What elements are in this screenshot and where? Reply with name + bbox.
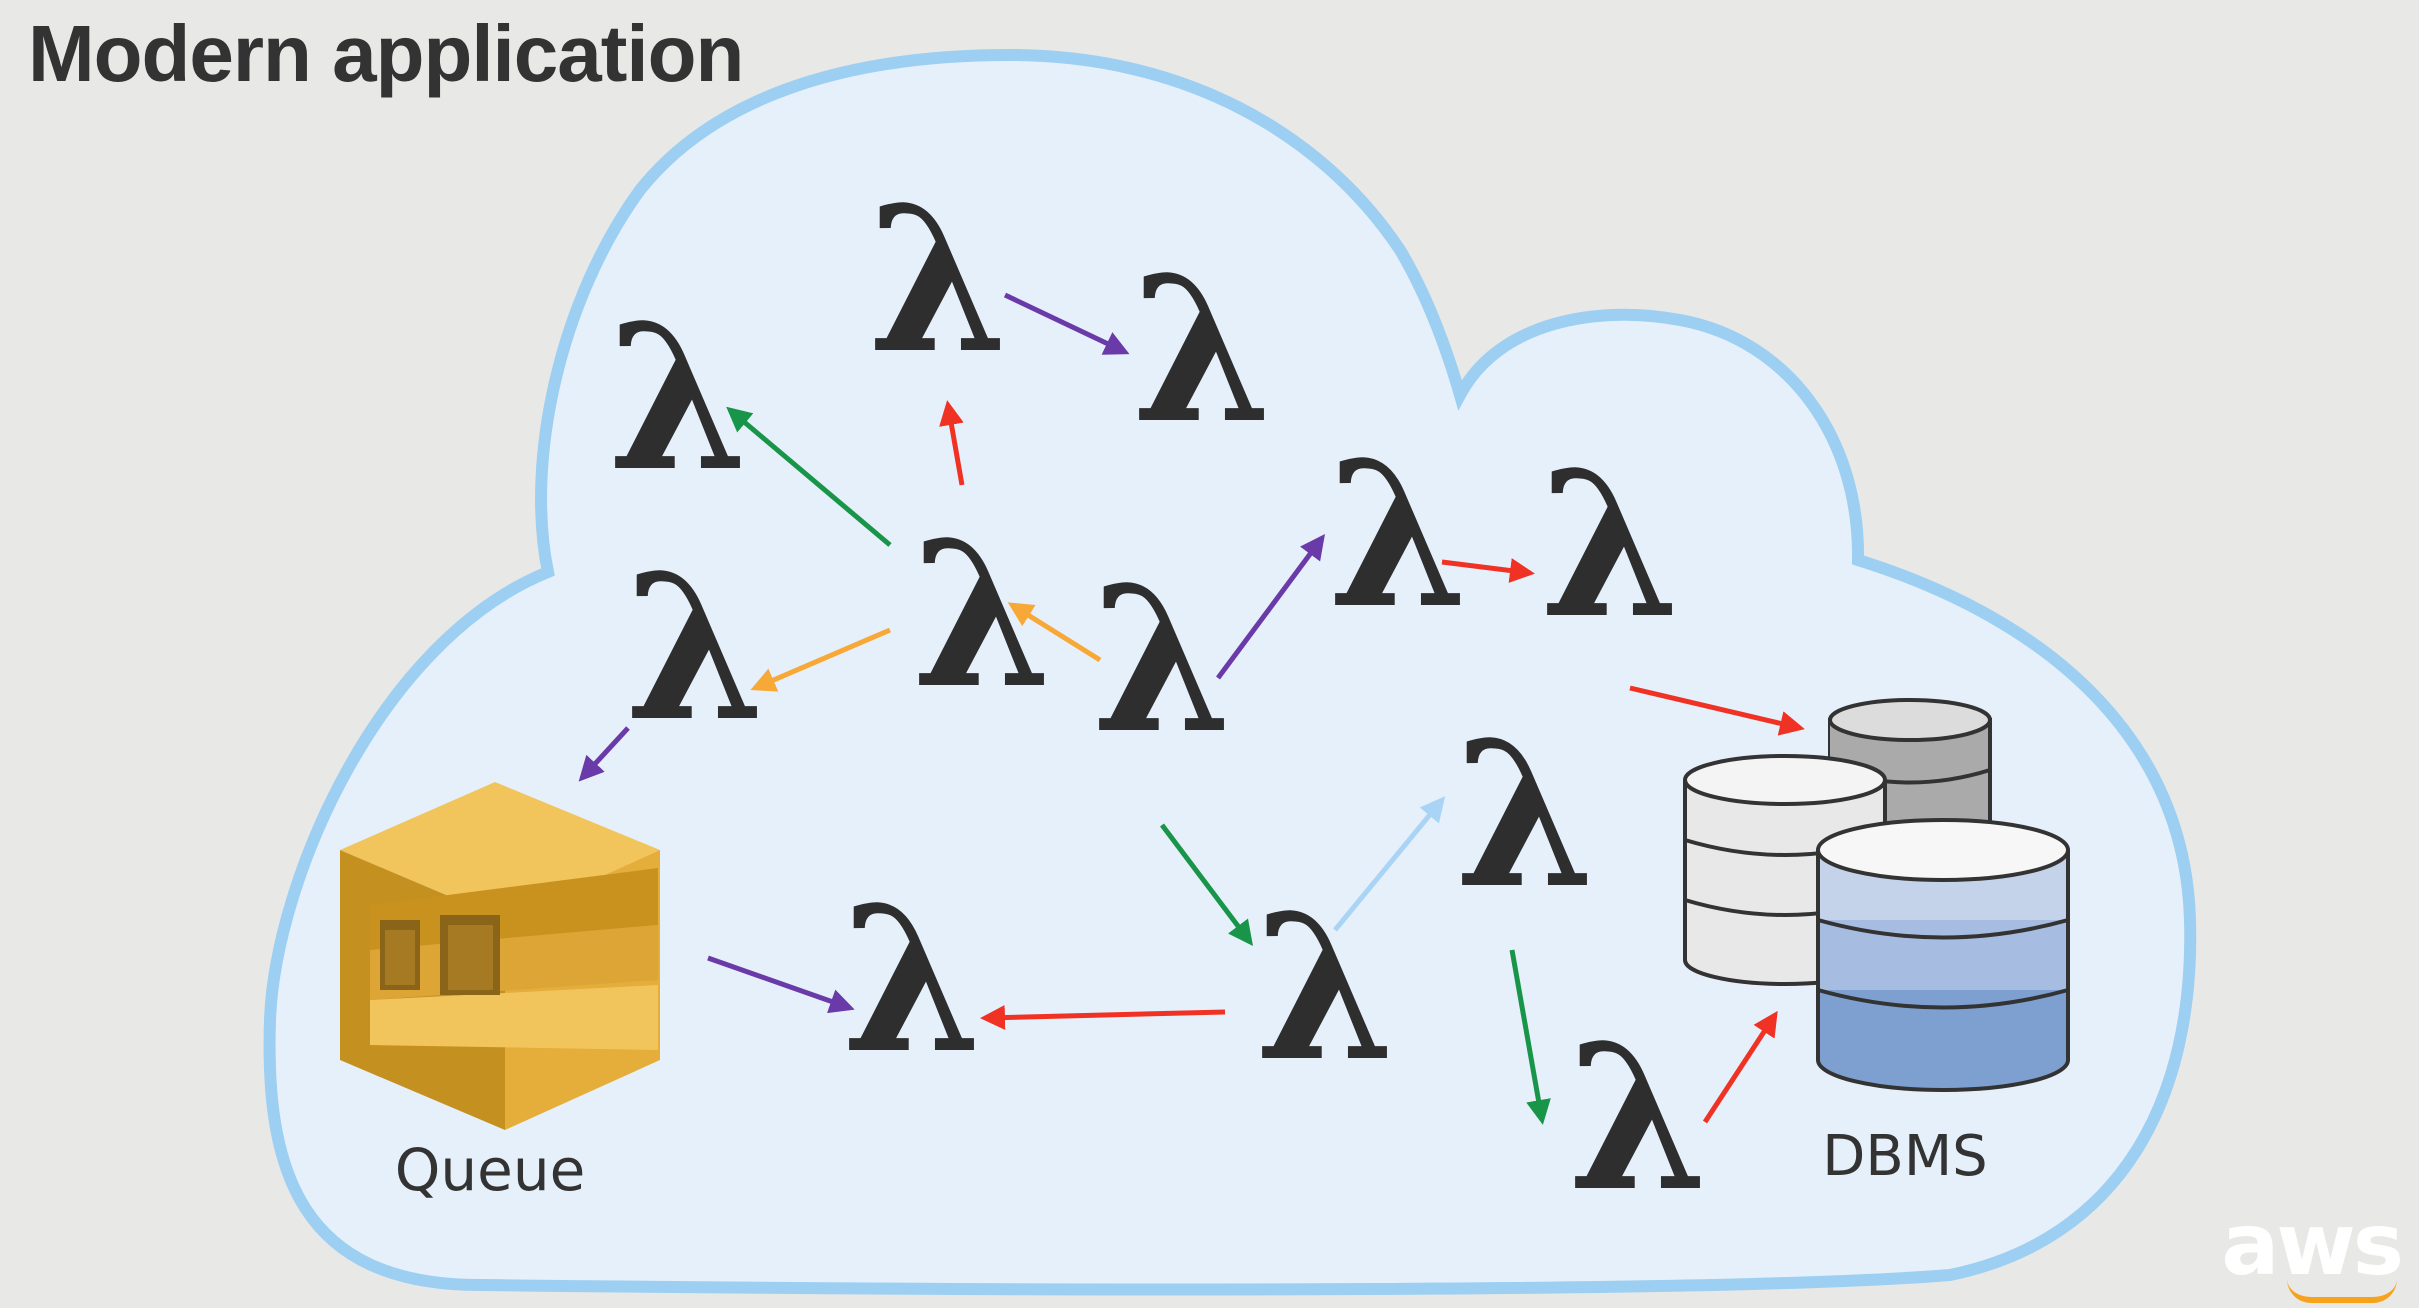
arrow-red-right <box>1441 558 1535 583</box>
arrow-red-to-db <box>1629 685 1805 736</box>
lambda-nodes: λ λ λ λ λ λ λ λ λ λ λ λ <box>608 163 1708 1236</box>
queue-icon <box>340 782 660 1130</box>
lambda-icon: λ <box>625 531 765 766</box>
lambda-icon: λ <box>1092 543 1232 778</box>
arrow-green-upleft <box>726 406 892 547</box>
lambda-icon: λ <box>1455 698 1595 933</box>
arrow-red-left <box>980 1005 1226 1030</box>
queue-label: Queue <box>395 1136 586 1204</box>
arrow-red-up <box>939 400 965 486</box>
lambda-icon: λ <box>1540 428 1680 663</box>
arrows <box>578 292 1805 1125</box>
arrow-orange-left <box>750 627 891 692</box>
lambda-icon: λ <box>1255 871 1395 1106</box>
arrow-green-down <box>1160 823 1254 946</box>
lambda-icon: λ <box>1132 233 1272 468</box>
lambda-icon: λ <box>1328 418 1468 653</box>
arrow-red-up-to-db <box>1702 1010 1778 1124</box>
arrow-purple-to-queue <box>578 726 630 782</box>
arrow-purple-upright <box>1215 533 1325 680</box>
dbms-label: DBMS <box>1822 1124 1987 1189</box>
page-title: Modern application <box>28 9 744 98</box>
aws-smile-icon <box>2287 1279 2397 1303</box>
cloud-shape <box>263 48 2197 1296</box>
arrow-orange-center <box>1007 602 1102 663</box>
arrow-green-down-right <box>1509 949 1551 1125</box>
lambda-icon: λ <box>842 863 982 1098</box>
arrow-lightblue <box>1333 796 1446 932</box>
lambda-icon: λ <box>1568 1001 1708 1236</box>
arrow-purple-top <box>1003 292 1130 355</box>
lambda-icon: λ <box>868 163 1008 398</box>
database-icon <box>1683 698 2070 1092</box>
lambda-icon: λ <box>608 281 748 516</box>
arrow-purple-from-queue <box>707 955 855 1014</box>
lambda-icon: λ <box>912 498 1052 733</box>
